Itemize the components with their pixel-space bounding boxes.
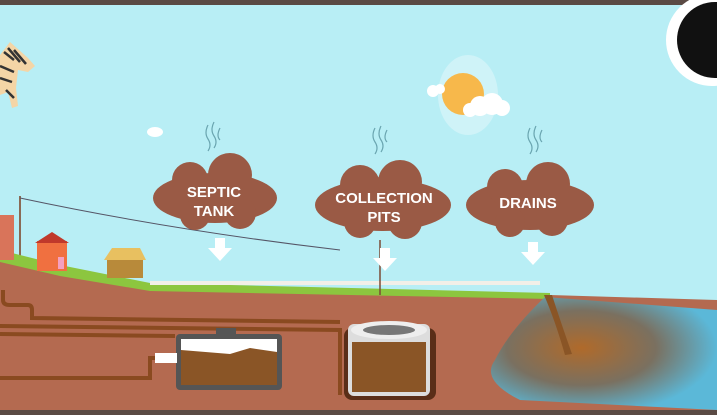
- drain-outflow: [544, 295, 572, 355]
- coffee-cup-icon: [666, 0, 717, 86]
- frame-bottom: [0, 410, 717, 415]
- label-collection-line1: COLLECTION: [335, 190, 433, 207]
- cloud-collection-pits: [315, 160, 451, 239]
- polluted-pond: [490, 297, 717, 410]
- sun-icon: [427, 55, 510, 135]
- label-septic-line2: TANK: [194, 203, 235, 220]
- cloud-drains: [466, 162, 594, 237]
- smell-icon: [205, 121, 543, 155]
- zebra-icon: [0, 42, 35, 108]
- grass: [0, 250, 550, 299]
- small-cloud: [147, 127, 163, 137]
- pipes: [0, 290, 342, 395]
- arrow-down-icon: [208, 238, 545, 271]
- label-drains: DRAINS: [499, 195, 557, 212]
- label-collection-line2: PITS: [367, 209, 400, 226]
- septic-tank: [155, 328, 282, 390]
- collection-pit: [344, 321, 436, 400]
- house-icon: [0, 215, 146, 278]
- surface-drain: [150, 281, 540, 285]
- cloud-septic-tank: [153, 153, 277, 230]
- power-line: [19, 197, 341, 251]
- label-septic-line1: SEPTIC: [187, 184, 241, 201]
